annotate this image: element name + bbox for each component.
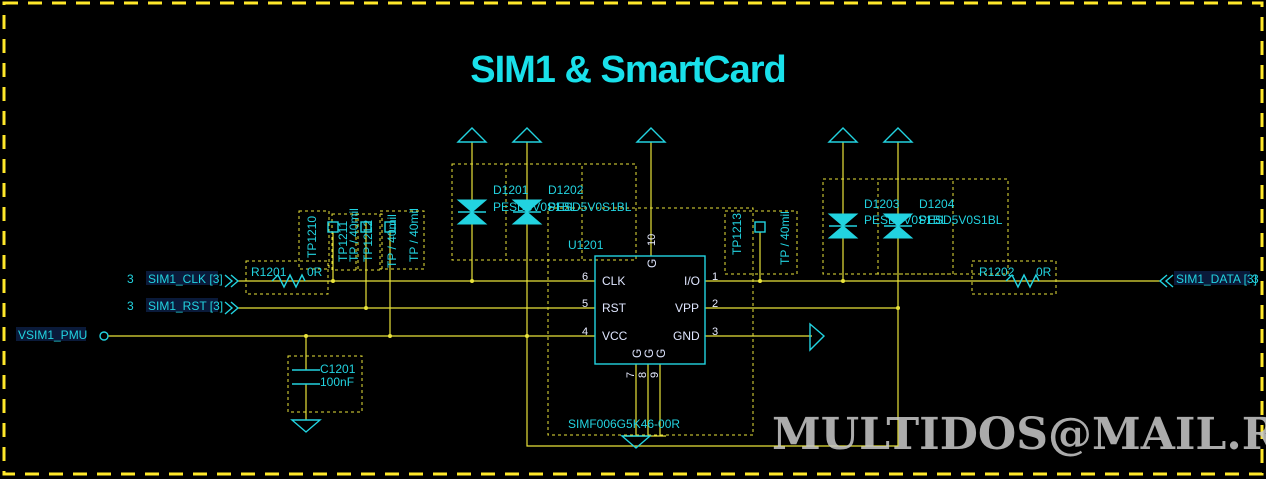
ic-pin-num: 6 (582, 271, 588, 283)
diode-d1203-part: PESD5V0S1BL (864, 213, 948, 227)
ic-pin-name: G (630, 349, 644, 358)
net-data-sheet: 3 (1252, 272, 1259, 286)
net-label-bg (146, 298, 218, 312)
component-outlines (245, 163, 1057, 436)
net-label-bg (16, 327, 86, 341)
diode-d1204-part: PESD5V0S1BL (919, 213, 1003, 227)
diode-d1201-ref: D1201 (493, 183, 529, 197)
tp1212-spec: TP / 40mil (385, 214, 399, 268)
ic-pin-num: 1 (712, 271, 718, 283)
tp1212-ref: TP1212 (361, 220, 375, 262)
ground-icon (290, 419, 322, 433)
net-port-arrows (99, 274, 1174, 341)
ic-ref: U1201 (568, 238, 604, 252)
capacitor-c1201-symbol (292, 369, 320, 385)
resistor-r1201-symbol (271, 273, 306, 289)
resistor-r1201-value: 0R (307, 265, 323, 279)
ic-pin-num: 10 (646, 234, 658, 246)
ic-pin-name: GND (673, 329, 700, 343)
net-data-label: SIM1_DATA [3] (1176, 272, 1257, 286)
diode-d1203-symbol (827, 213, 859, 239)
power-arrows-top (456, 127, 914, 143)
ic-pin-name: VCC (602, 329, 628, 343)
ic-pin-num: 9 (649, 372, 661, 378)
ic-pin-name: CLK (602, 274, 625, 288)
tp1213-spec: TP / 40mil (778, 211, 792, 265)
tp1211-ref: TP1211 (336, 221, 350, 262)
tp1211-spec: TP / 40mil (347, 208, 361, 262)
ic-pin-num: 5 (582, 298, 588, 310)
ic-pin-name: G (642, 349, 656, 358)
resistor-r1201-ref: R1201 (251, 265, 287, 279)
diode-d1202-part: PESD5V0S1BL (548, 200, 632, 214)
resistor-r1202-value: 0R (1036, 265, 1052, 279)
ic-u1201-body (594, 255, 706, 365)
diode-d1202-ref: D1202 (548, 183, 584, 197)
ic-pin-num: 2 (712, 298, 718, 310)
ic-part: SIMF006G5K46-00R (568, 417, 680, 431)
ic-pin-name: I/O (684, 274, 700, 288)
diode-d1201-part: PESD5V0S1BL (493, 200, 577, 214)
net-clk-sheet: 3 (127, 272, 134, 286)
ic-pin-num: 3 (712, 326, 718, 338)
ic-pin-name: G (654, 349, 668, 358)
diode-d1203-ref: D1203 (864, 197, 900, 211)
ground-arrow-icon (809, 322, 826, 352)
diode-d1201-symbol (456, 199, 488, 225)
tp1211-spec-alt: TP / 40mil (407, 208, 421, 262)
resistor-r1202-ref: R1202 (979, 265, 1015, 279)
net-label-bg (1174, 271, 1250, 285)
wires (108, 142, 1160, 447)
ic-pin-num: 7 (625, 372, 637, 378)
capacitor-ref: C1201 (320, 362, 356, 376)
resistor-r1202-symbol (1005, 273, 1040, 289)
net-rst-sheet: 3 (127, 299, 134, 313)
tp1210-ref: TP1210 (305, 216, 319, 258)
testpoint-pads (327, 221, 766, 233)
net-label-bg (146, 271, 218, 285)
diode-d1204-symbol (882, 213, 914, 239)
capacitor-value: 100nF (320, 375, 354, 389)
diode-d1202-symbol (511, 199, 543, 225)
ic-pin-name: RST (602, 301, 627, 315)
ground-icon (620, 435, 652, 449)
ic-pin-num: 4 (582, 326, 588, 338)
ic-pin-name: G (645, 259, 659, 268)
ic-pin-num: 8 (637, 372, 649, 378)
net-rst-label: SIM1_RST [3] (148, 299, 223, 313)
sheet-title: SIM1 & SmartCard (470, 49, 786, 91)
diode-d1204-ref: D1204 (919, 197, 955, 211)
net-pmu-label: VSIM1_PMU (18, 328, 87, 342)
tp1213-ref: TP1213 (730, 213, 744, 255)
junctions (304, 279, 900, 338)
watermark: MULTIDOS@MAIL.RU (772, 409, 1266, 460)
ic-pin-name: VPP (675, 301, 699, 315)
net-clk-label: SIM1_CLK [3] (148, 272, 223, 286)
tvs-diodes (456, 199, 914, 239)
